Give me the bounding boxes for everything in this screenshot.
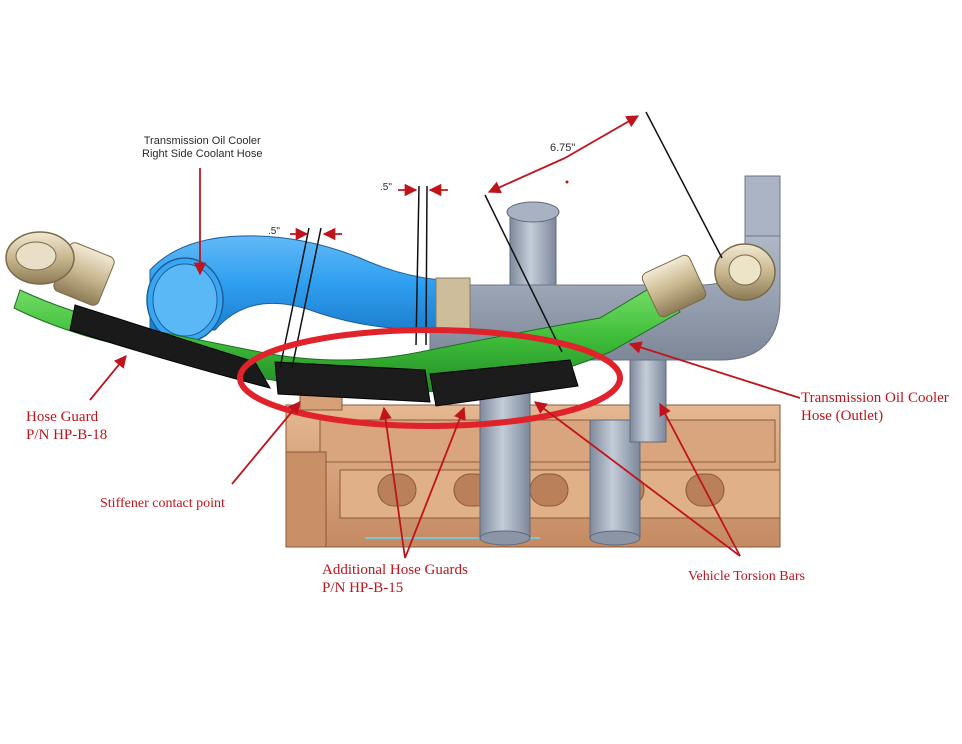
stiffener-label: Stiffener contact point (100, 496, 225, 511)
outlet-hose-label: Transmission Oil Cooler Hose (Outlet) (801, 389, 949, 425)
right-fitting (641, 243, 776, 318)
stray-mark (565, 180, 569, 184)
stiffener-frame (285, 383, 781, 548)
torsion-bars-label: Vehicle Torsion Bars (688, 569, 805, 584)
dimension-label-middle: .5" (380, 182, 392, 193)
dimension-label-left: .5" (268, 226, 280, 237)
left-fitting (5, 231, 115, 306)
hose-guard-label: Hose Guard P/N HP-B-18 (26, 408, 107, 444)
coolant-hose-label-line1: Transmission Oil Cooler (143, 135, 261, 147)
coolant-hose-label: Transmission Oil Cooler Right Side Coola… (142, 135, 262, 161)
leader-arrows (89, 115, 801, 559)
additional-guards-label: Additional Hose Guards P/N HP-B-15 (322, 561, 468, 597)
additional-guards-label-line2: P/N HP-B-15 (322, 580, 404, 596)
additional-hose-guards (274, 359, 579, 407)
dimension-lines (279, 111, 723, 369)
hose-guard-label-line2: P/N HP-B-18 (26, 427, 108, 443)
outlet-hose-label-line2: Hose (Outlet) (801, 408, 884, 424)
hose-guard-label-line1: Hose Guard (26, 409, 99, 425)
callout-ellipse (237, 327, 623, 429)
dimension-label-right: 6.75" (550, 142, 576, 154)
hose-guard-main (69, 304, 272, 389)
additional-guards-label-line1: Additional Hose Guards (322, 562, 468, 578)
coolant-hose-label-line2: Right Side Coolant Hose (142, 148, 263, 161)
outlet-hose-label-line1: Transmission Oil Cooler (801, 390, 949, 406)
